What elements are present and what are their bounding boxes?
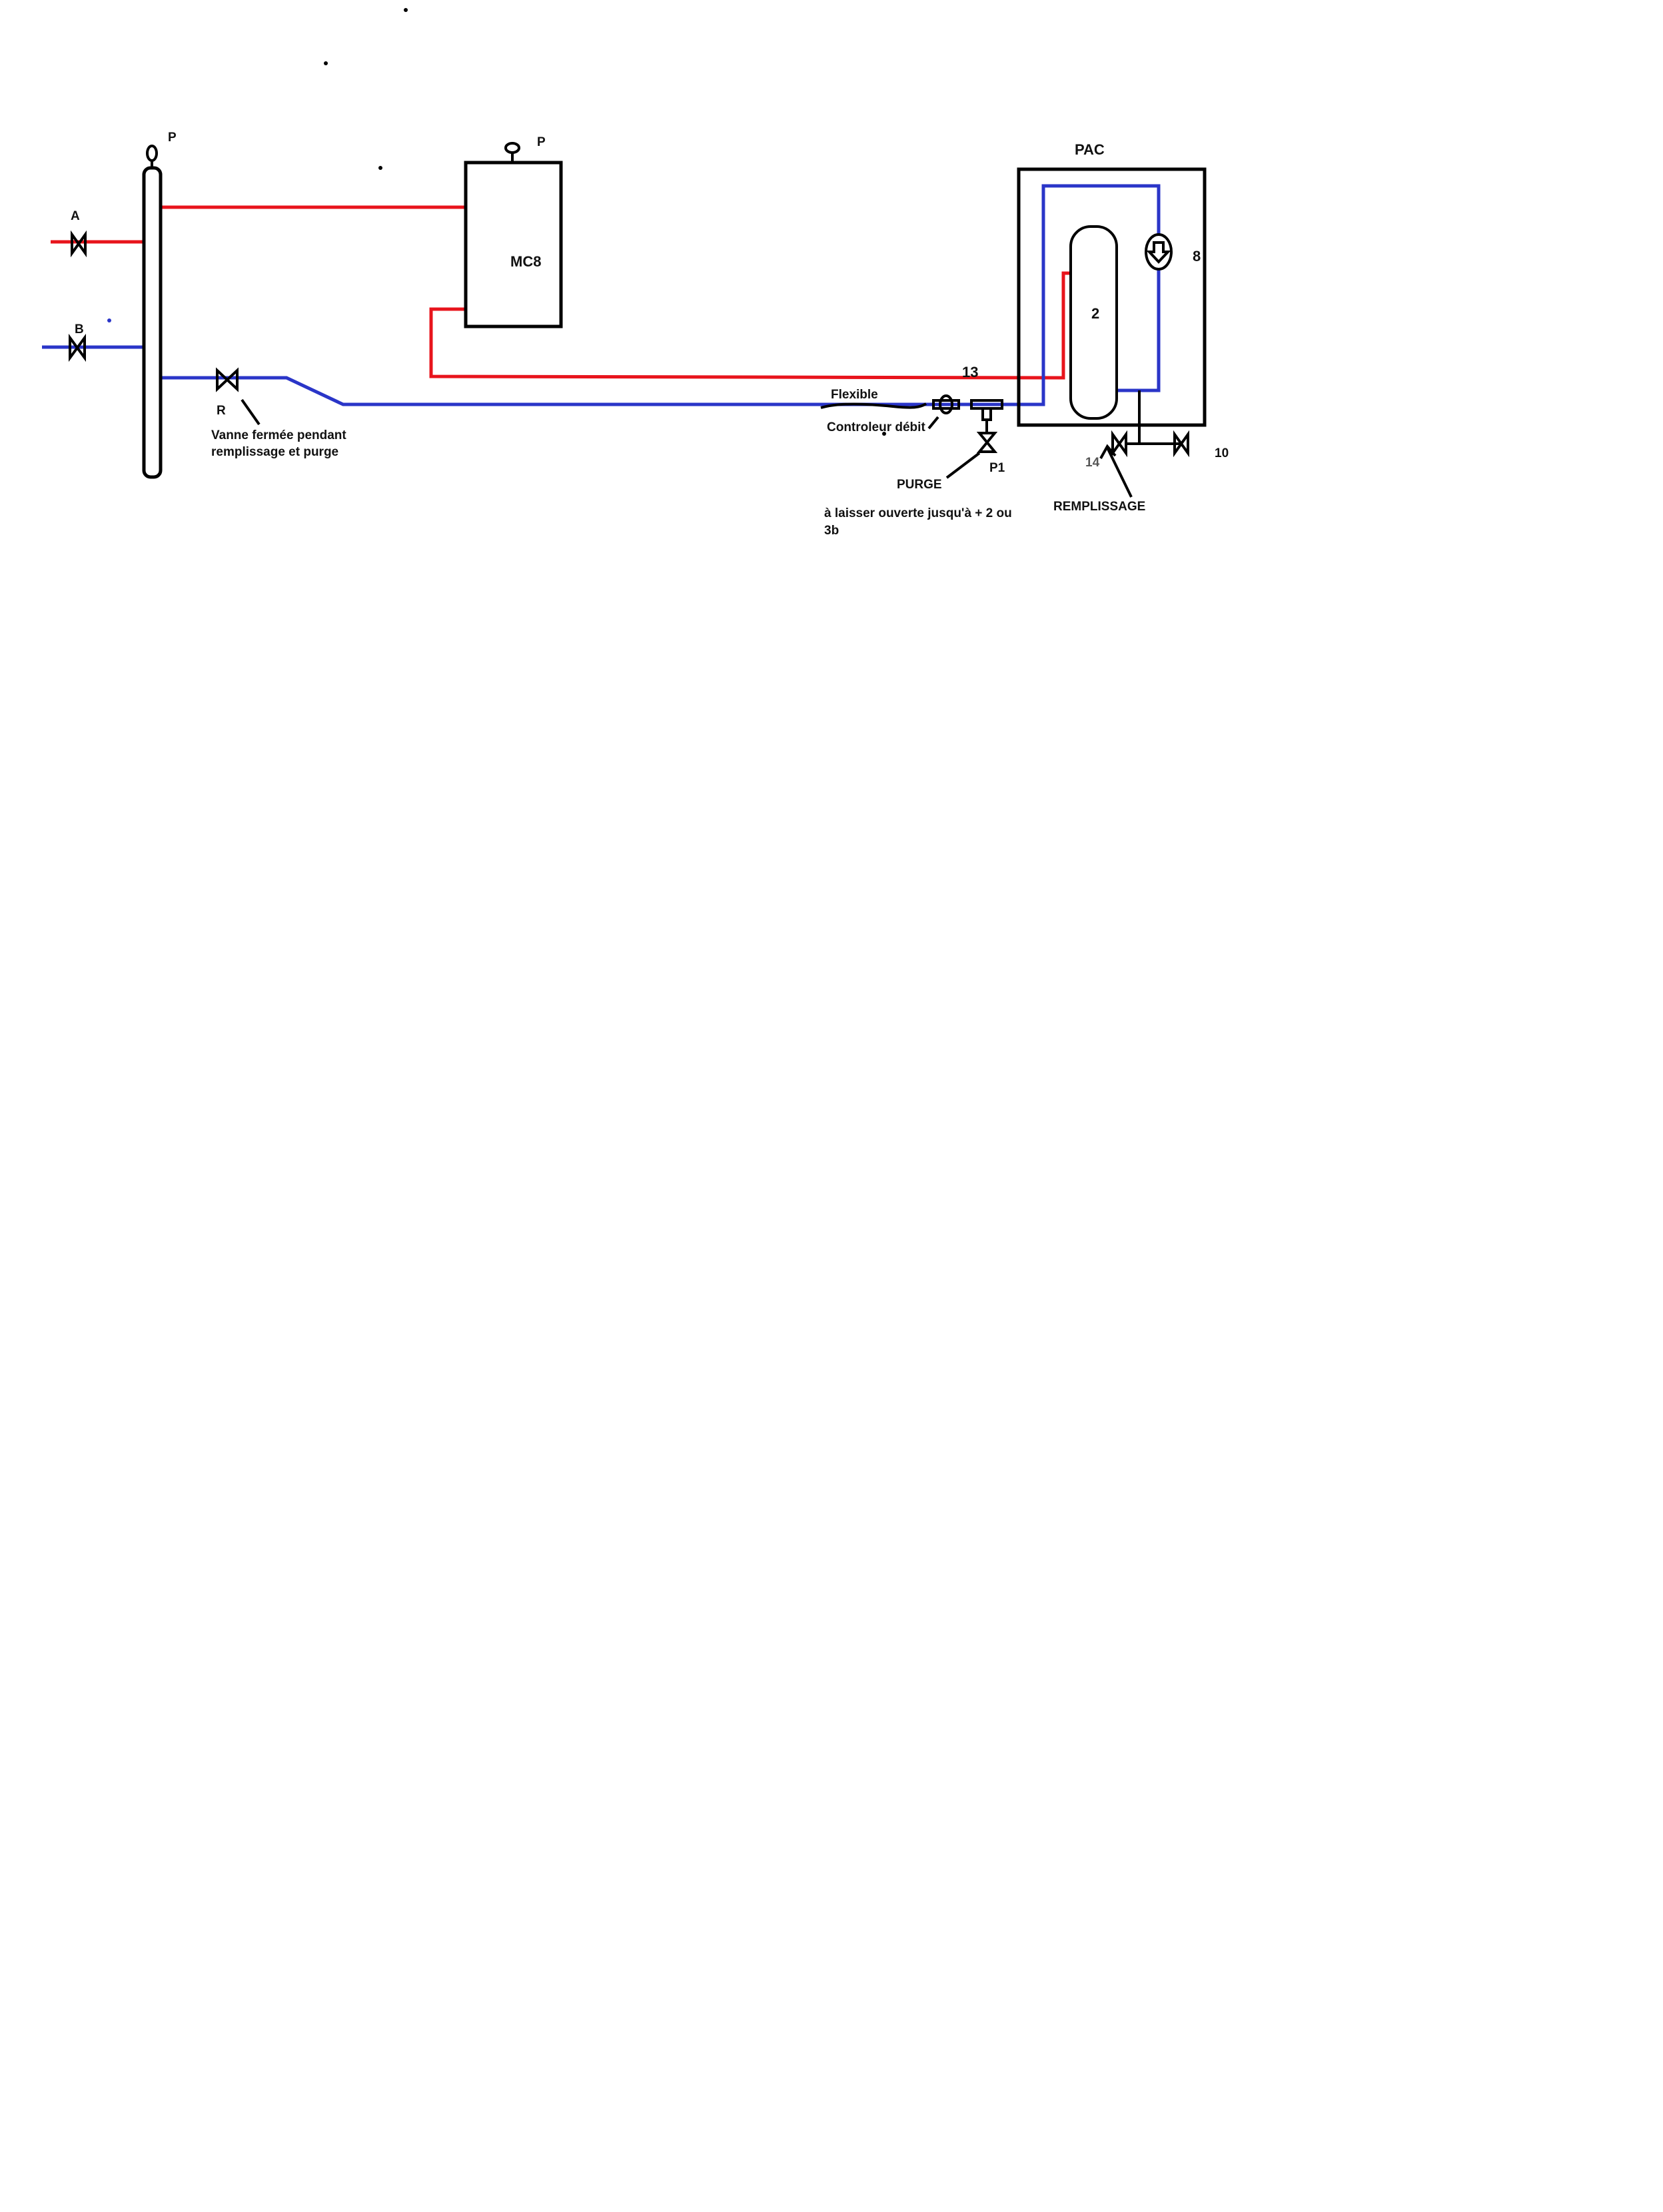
purge-valve-label: P1 [989,461,1005,475]
gauge-boiler-label: P [537,135,546,149]
pipe-number-label: 13 [962,364,978,380]
gauge-column-label: P [168,131,177,145]
cold-pipes [42,184,1161,406]
hot-pipes [51,205,1071,380]
flow-controller-leader [927,416,939,430]
purge-note-line1: à laisser ouverte jusqu'à + 2 ou [824,506,1012,520]
tank [1069,225,1118,420]
valve-a-icon[interactable] [71,230,87,258]
fill-number-label: 14 [1085,456,1100,470]
valve-a-label: A [71,209,80,223]
flow-controller-icon[interactable] [932,394,960,414]
circulation-pump-icon [1145,233,1173,271]
stray-dots [107,8,886,436]
boiler-label: MC8 [510,253,541,270]
pressure-gauge-boiler-icon [504,142,520,163]
valve-b-icon[interactable] [69,333,86,362]
purge-note-line2: 3b [824,524,839,538]
heat-pump-box [1017,167,1207,427]
purge-label: PURGE [897,478,942,492]
flexible-hose [820,402,927,409]
purge-valve-icon[interactable] [976,432,998,453]
valve-r-label: R [217,404,226,418]
valve-r-note-line1: Vanne fermée pendant [211,428,346,442]
heat-pump-label: PAC [1075,141,1105,158]
fill-valve-number-label: 10 [1215,446,1229,460]
valve-r-note-line2: remplissage et purge [211,445,338,459]
fill-arrow-icon [1099,444,1133,498]
fill-label: REMPLISSAGE [1053,500,1145,514]
valve-b-label: B [75,322,84,336]
fill-pipe [1125,390,1181,445]
flexible-label: Flexible [831,388,878,402]
purge-leader [945,452,981,479]
valve-r-leader [241,398,261,426]
boiler-mc8 [464,161,563,328]
fill-valve-10-icon[interactable] [1173,430,1189,458]
flow-controller-label: Controleur débit [827,420,925,434]
distribution-column [142,145,163,479]
valve-r-icon[interactable] [216,367,239,392]
purge-tee-icon [970,399,1003,433]
pump-label: 8 [1193,248,1201,265]
fill-valve-14-icon[interactable] [1111,430,1127,458]
tank-label: 2 [1091,305,1099,322]
